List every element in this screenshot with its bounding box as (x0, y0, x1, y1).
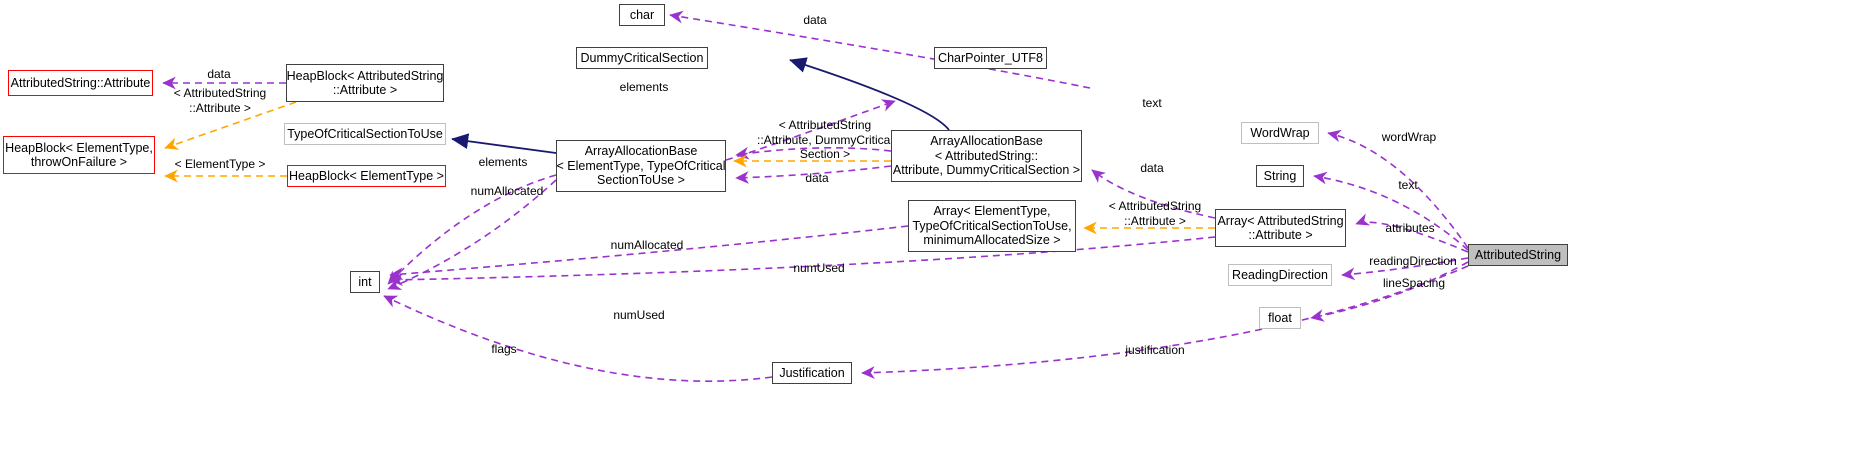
edge-label-justification: justification (1125, 343, 1185, 357)
edge-label-numused-lower: numUsed (613, 308, 665, 322)
edge-label-template-array-attributedstring: < AttributedString ::Attribute > (1108, 199, 1202, 228)
node-attributedstring-current[interactable]: AttributedString (1468, 244, 1568, 266)
edge-label-data-aab: data (805, 171, 829, 185)
inheritance-edges (451, 57, 950, 154)
template-edges (164, 101, 1215, 235)
node-heapblock-elementtype[interactable]: HeapBlock< ElementType > (287, 165, 446, 187)
edge-label-template-elementtype: < ElementType > (174, 157, 266, 171)
node-arrayallocationbase-elementtype[interactable]: ArrayAllocationBase < ElementType, TypeO… (556, 140, 726, 192)
node-arrayallocationbase-attributedstring[interactable]: ArrayAllocationBase < AttributedString::… (891, 130, 1082, 182)
edge-label-numallocated-lower: numAllocated (610, 238, 684, 252)
node-array-elementtype[interactable]: Array< ElementType, TypeOfCriticalSectio… (908, 200, 1076, 252)
edge-label-attributes: attributes (1385, 221, 1435, 235)
edge-label-wordwrap: wordWrap (1381, 130, 1437, 144)
edge-label-data-heapblock-attribute: data (207, 67, 231, 81)
usage-edges (162, 10, 1469, 382)
edge-label-elements-elementtype: elements (478, 155, 528, 169)
node-attributedstring-attribute[interactable]: AttributedString::Attribute (8, 70, 153, 96)
edge-label-numallocated-upper: numAllocated (470, 184, 544, 198)
node-heapblock-elementtype-throwonfailure[interactable]: HeapBlock< ElementType, throwOnFailure > (3, 136, 155, 174)
edge-label-elements-attribute: elements (619, 80, 669, 94)
node-heapblock-attributedstring-attribute[interactable]: HeapBlock< AttributedString ::Attribute … (286, 64, 444, 102)
node-char[interactable]: char (619, 4, 665, 26)
node-array-attributedstring-attribute[interactable]: Array< AttributedString ::Attribute > (1215, 209, 1346, 247)
edge-label-text-string: text (1398, 178, 1418, 192)
node-int[interactable]: int (350, 271, 380, 293)
node-readingdirection[interactable]: ReadingDirection (1228, 264, 1332, 286)
edge-label-data-array-attr: data (1140, 161, 1164, 175)
edge-label-readingdirection: readingDirection (1369, 254, 1457, 268)
node-typeofcriticalsectiontouse[interactable]: TypeOfCriticalSectionToUse (284, 123, 446, 145)
node-dummycriticalsection[interactable]: DummyCriticalSection (576, 47, 708, 69)
edge-label-template-attributedstring-attribute: < AttributedString ::Attribute > (173, 86, 267, 115)
edge-label-linespacing: lineSpacing (1382, 276, 1446, 290)
edge-label-flags: flags (491, 342, 517, 356)
edge-label-numused-upper: numUsed (793, 261, 845, 275)
node-justification[interactable]: Justification (772, 362, 852, 384)
node-wordwrap[interactable]: WordWrap (1241, 122, 1319, 144)
edge-label-template-attributedstring-dummycritical: < AttributedString ::Attribute, DummyCri… (756, 118, 894, 161)
node-string[interactable]: String (1256, 165, 1304, 187)
edge-label-text-charpointer: text (1142, 96, 1162, 110)
node-charpointer-utf8[interactable]: CharPointer_UTF8 (934, 47, 1047, 69)
edge-label-data-char: data (803, 13, 827, 27)
node-float[interactable]: float (1259, 307, 1301, 329)
